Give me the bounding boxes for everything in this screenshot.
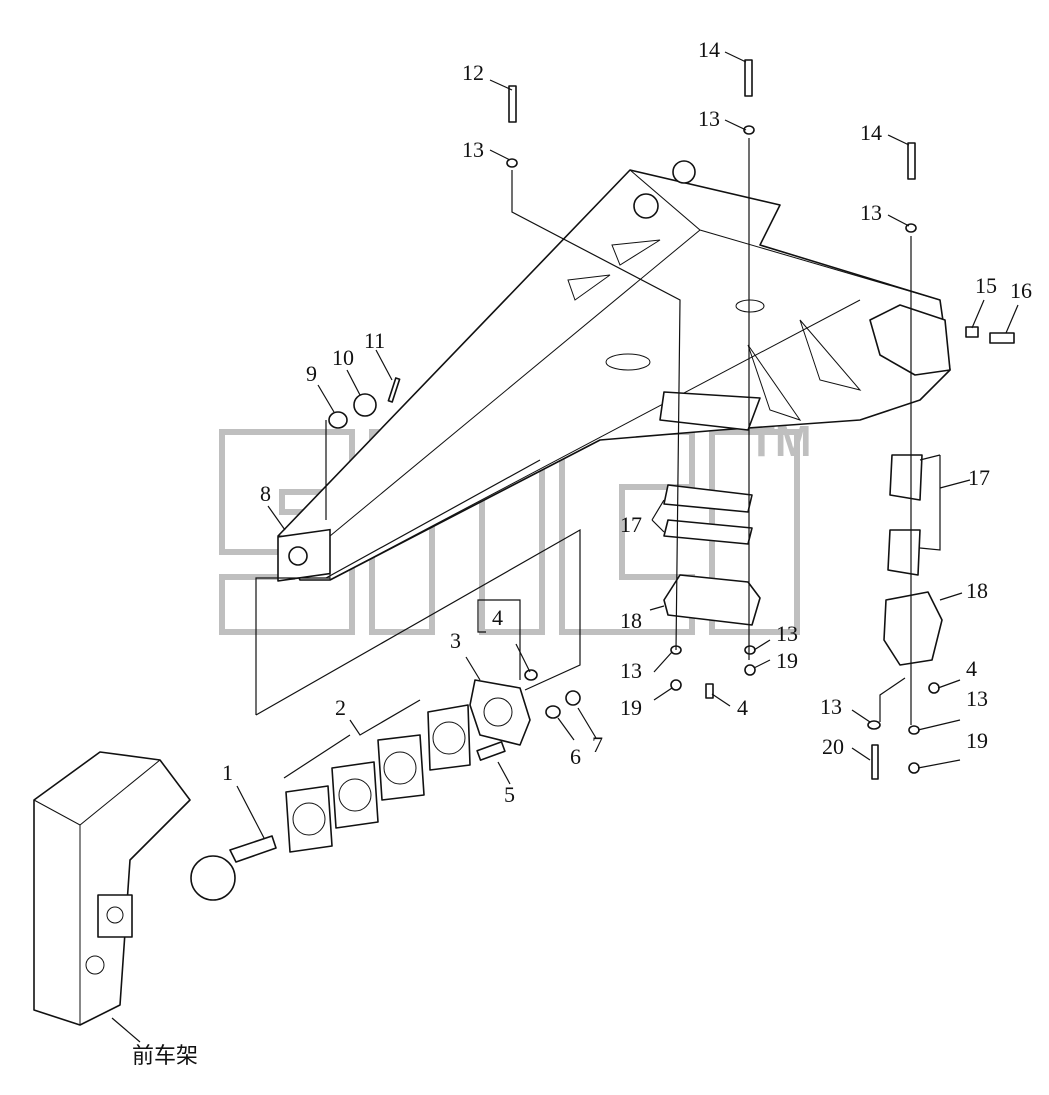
front-frame-body bbox=[277, 160, 951, 582]
callout-4: 4 bbox=[737, 695, 748, 720]
callout-13: 13 bbox=[820, 694, 842, 719]
callout-3: 3 bbox=[450, 628, 461, 653]
front-frame-section bbox=[33, 751, 191, 1026]
callout-13: 13 bbox=[698, 106, 720, 131]
callout-17: 17 bbox=[968, 465, 990, 490]
front-frame-label: 前车架 bbox=[132, 1044, 198, 1069]
callout-10: 10 bbox=[332, 345, 354, 370]
callout-5: 5 bbox=[504, 782, 515, 807]
callout-13: 13 bbox=[966, 686, 988, 711]
callout-19: 19 bbox=[776, 648, 798, 673]
callout-18: 18 bbox=[620, 608, 642, 633]
callout-13: 13 bbox=[462, 137, 484, 162]
callout-8: 8 bbox=[260, 481, 271, 506]
callout-4: 4 bbox=[966, 656, 977, 681]
leader-lines bbox=[111, 51, 1019, 1043]
callout-13: 13 bbox=[776, 621, 798, 646]
mount-assembly-right bbox=[883, 454, 943, 666]
callout-11: 11 bbox=[364, 328, 385, 353]
callout-16: 16 bbox=[1010, 278, 1032, 303]
callout-14: 14 bbox=[698, 37, 720, 62]
mount-assembly-center bbox=[663, 484, 761, 626]
callout-14: 14 bbox=[860, 120, 882, 145]
callout-20: 20 bbox=[822, 734, 844, 759]
callout-13: 13 bbox=[860, 200, 882, 225]
callout-17: 17 bbox=[620, 512, 642, 537]
callout-labels: 12 13 14 13 14 13 15 16 11 10 9 8 17 17 … bbox=[132, 37, 1032, 1069]
hardware-bolts bbox=[328, 59, 1015, 780]
callout-18: 18 bbox=[966, 578, 988, 603]
callout-9: 9 bbox=[306, 361, 317, 386]
callout-15: 15 bbox=[975, 273, 997, 298]
callout-19: 19 bbox=[966, 728, 988, 753]
callout-7: 7 bbox=[592, 732, 603, 757]
callout-19: 19 bbox=[620, 695, 642, 720]
callout-1: 1 bbox=[222, 760, 233, 785]
callout-6: 6 bbox=[570, 744, 581, 769]
callout-4: 4 bbox=[492, 605, 503, 630]
pivot-pin-assembly bbox=[190, 669, 581, 901]
callout-2: 2 bbox=[335, 695, 346, 720]
callout-13: 13 bbox=[620, 658, 642, 683]
callout-12: 12 bbox=[462, 60, 484, 85]
